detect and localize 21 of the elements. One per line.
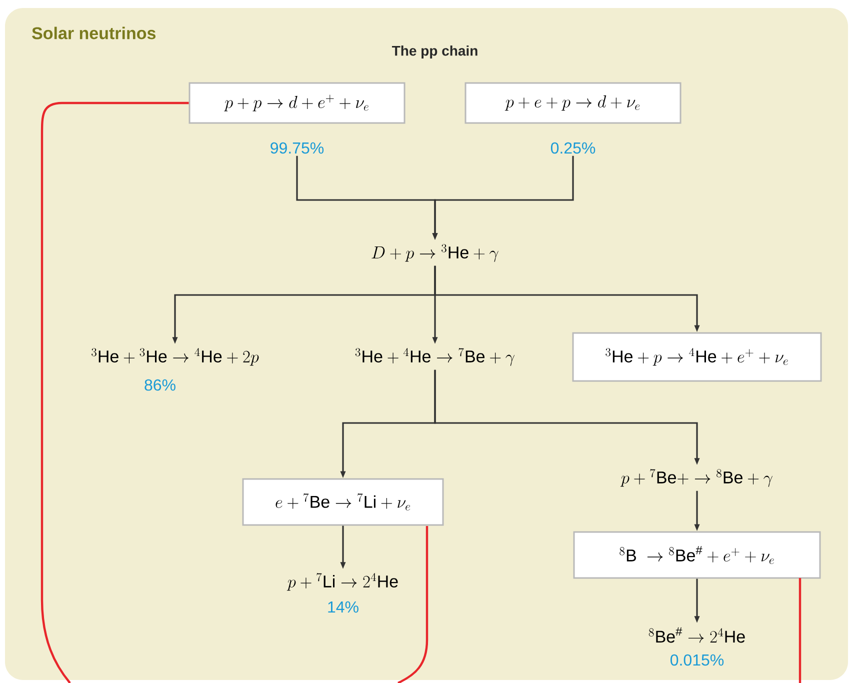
neutrino-path [40, 102, 189, 683]
branch-percentage: 0.25% [550, 142, 596, 154]
reaction-equation: ${}^{3}\mathrm{He}+{}^{3}\mathrm{He}\rightarrow {}^{4}\mathrm{He}+2p$ [92, 348, 259, 366]
neutrino-path [398, 526, 428, 683]
reaction-box: $p+e+p\rightarrow d+\nu_{e}$ [464, 82, 682, 124]
chart-heading: The pp chain [392, 45, 478, 59]
branch-percentage: 0.015% [670, 654, 724, 666]
reaction-equation: $D+p\rightarrow {}^{3}\mathrm{He}+\gamma$ [372, 244, 498, 262]
reaction-equation: $p+{}^{7}\mathrm{Li}\rightarrow 2{}^{4}\mathrm{He}$ [286, 572, 398, 591]
reaction-equation: ${}^{8}\mathrm{Be}^{\#}\rightarrow 2{}^{4}\mathrm{He}$ [648, 627, 745, 643]
reaction-equation: ${}^{3}\mathrm{He}+{}^{4}\mathrm{He}\rightarrow {}^{7}\mathrm{Be}+\gamma$ [355, 348, 515, 366]
branch-percentage: 86% [144, 379, 176, 391]
panel-title: Solar neutrinos [32, 26, 156, 40]
reaction-equation: $p+{}^{7}\mathrm{Be}+\rightarrow {}^{8}\mathrm{Be}+\gamma$ [620, 468, 773, 488]
reaction-box: ${}^{8}\mathrm{B}\;\rightarrow {}^{8}\mathrm{Be}^{\#}+e^{+}+\nu_{e}$ [573, 531, 821, 579]
reaction-box: $p+p\rightarrow d+e^{+}+\nu_{e}$ [188, 82, 406, 124]
reaction-box: $e+{}^{7}\mathrm{Be}\rightarrow {}^{7}\mathrm{Li}+\nu_{e}$ [242, 478, 444, 526]
neutrino-path [798, 578, 802, 683]
reaction-box: ${}^{3}\mathrm{He}+p\rightarrow {}^{4}\mathrm{He}+e^{+}+\nu_{e}$ [572, 332, 822, 382]
branch-percentage: 99.75% [270, 142, 324, 154]
branch-percentage: 14% [328, 601, 358, 613]
